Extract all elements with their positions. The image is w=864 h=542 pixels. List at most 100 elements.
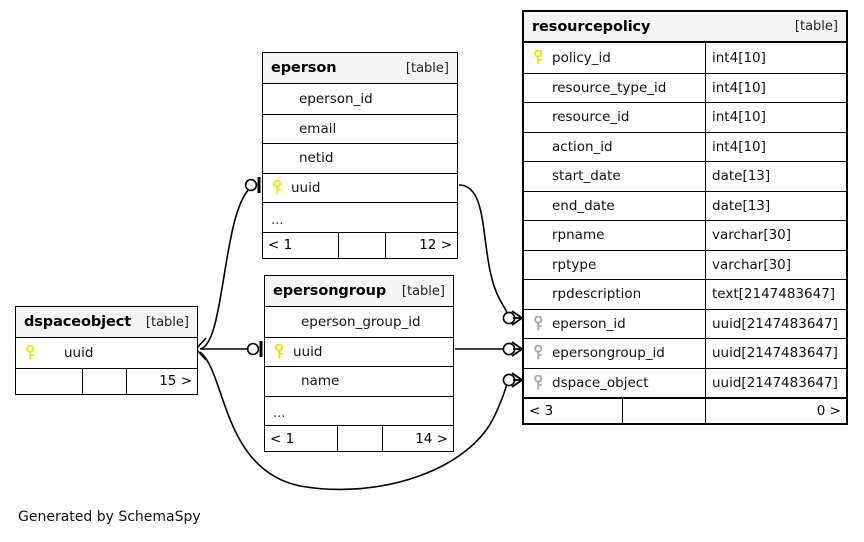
marker-zero-one-eperson [244, 177, 261, 193]
footer-right[interactable]: 0 > [705, 399, 846, 423]
column-name: resource_type_id [552, 79, 667, 96]
table-resourcepolicy[interactable]: resourcepolicy [table] policy_id int4[10… [522, 10, 848, 425]
column-name: resource_id [552, 109, 630, 126]
table-row[interactable]: name [265, 366, 453, 396]
table-title: epersongroup [273, 283, 387, 299]
column-name: eperson_id [299, 90, 373, 107]
table-row[interactable]: rptype varchar[30] [524, 249, 846, 279]
footer-left[interactable]: < 3 [529, 403, 554, 419]
column-name: email [299, 120, 337, 137]
table-title: dspaceobject [24, 314, 132, 330]
table-epersongroup[interactable]: epersongroup [table] eperson_group_id uu… [264, 275, 454, 452]
table-row[interactable]: rpname varchar[30] [524, 220, 846, 250]
table-row[interactable]: resource_id int4[10] [524, 102, 846, 132]
column-list-dspaceobject: uuid [16, 338, 197, 368]
footer-left[interactable] [16, 369, 82, 394]
column-name: dspace_object [552, 374, 649, 391]
marker-many-epersongroup-id [502, 341, 523, 357]
footer-right[interactable]: 14 > [382, 426, 453, 451]
marker-many-eperson-id [502, 310, 523, 326]
table-row[interactable]: eperson_id uuid[2147483647] [524, 308, 846, 338]
more-columns-indicator[interactable]: ... [265, 395, 453, 426]
column-name: policy_id [552, 49, 611, 66]
column-type: int4[10] [705, 43, 846, 73]
table-row[interactable]: action_id int4[10] [524, 131, 846, 161]
footer-right[interactable]: 12 > [385, 232, 457, 258]
column-type: int4[10] [705, 132, 846, 161]
table-footer-epersongroup: < 1 14 > [265, 425, 453, 451]
column-name: end_date [552, 197, 615, 214]
footer-left[interactable]: < 1 [268, 237, 293, 253]
footer-middle [622, 399, 705, 423]
table-row[interactable]: start_date date[13] [524, 161, 846, 191]
foreign-key-icon [532, 345, 546, 361]
column-name: uuid [291, 179, 321, 196]
column-name: start_date [552, 168, 621, 185]
table-row[interactable]: end_date date[13] [524, 190, 846, 220]
footer-middle [82, 368, 126, 394]
footer-middle [337, 426, 382, 451]
column-type: varchar[30] [705, 221, 846, 250]
column-type: int4[10] [705, 73, 846, 102]
column-list-resourcepolicy: policy_id int4[10] resource_type_id int4… [524, 43, 846, 397]
table-header-eperson: eperson [table] [263, 53, 457, 84]
footer-left[interactable]: < 1 [270, 430, 295, 447]
column-name: rptype [552, 256, 597, 273]
column-list-epersongroup: eperson_group_id uuid name ... [265, 307, 453, 425]
column-name: name [301, 373, 340, 390]
column-name: eperson_id [552, 315, 626, 332]
column-name: eperson_group_id [301, 313, 421, 330]
edge-dspaceobject-eperson [199, 187, 251, 350]
table-row[interactable]: netid [263, 143, 457, 173]
table-row[interactable]: uuid [16, 338, 197, 368]
table-row[interactable]: uuid [263, 172, 457, 203]
table-eperson[interactable]: eperson [table] eperson_id email netid u… [262, 52, 458, 259]
column-name: rpdescription [552, 286, 642, 303]
table-footer-resourcepolicy: < 3 0 > [524, 397, 846, 423]
column-type: uuid[2147483647] [705, 339, 846, 368]
column-type: text[2147483647] [705, 280, 846, 309]
marker-many-dspace-object [502, 372, 523, 388]
foreign-key-icon [532, 315, 546, 332]
table-kind-label: [table] [794, 19, 838, 34]
table-title: resourcepolicy [532, 18, 651, 35]
table-row[interactable]: eperson_id [263, 84, 457, 114]
table-row[interactable]: uuid [265, 336, 453, 367]
table-row[interactable]: eperson_group_id [265, 307, 453, 337]
footer-middle [338, 232, 385, 258]
column-name: action_id [552, 138, 613, 155]
column-name: rpname [552, 227, 605, 244]
column-name: epersongroup_id [552, 345, 665, 362]
table-row[interactable]: resource_type_id int4[10] [524, 72, 846, 102]
table-dspaceobject[interactable]: dspaceobject [table] uuid 15 > [15, 306, 198, 395]
table-header-epersongroup: epersongroup [table] [265, 276, 453, 307]
table-kind-label: [table] [401, 283, 445, 299]
column-type: uuid[2147483647] [705, 309, 846, 338]
table-row[interactable]: rpdescription text[2147483647] [524, 279, 846, 309]
foreign-key-icon [532, 374, 546, 391]
table-row[interactable]: dspace_object uuid[2147483647] [524, 367, 846, 397]
primary-key-icon [273, 343, 287, 360]
primary-key-icon [24, 344, 38, 361]
table-row[interactable]: epersongroup_id uuid[2147483647] [524, 338, 846, 368]
table-row[interactable]: policy_id int4[10] [524, 43, 846, 73]
marker-zero-one-epersongroup [246, 341, 263, 357]
table-title: eperson [271, 60, 337, 76]
edge-eperson-resourcepolicy [458, 184, 510, 319]
table-header-resourcepolicy: resourcepolicy [table] [524, 12, 846, 43]
more-columns-indicator[interactable]: ... [263, 202, 457, 232]
column-type: date[13] [705, 162, 846, 191]
table-kind-label: [table] [405, 60, 449, 76]
column-name: uuid [64, 344, 94, 361]
column-type: int4[10] [705, 103, 846, 132]
primary-key-icon [271, 179, 285, 196]
column-type: date[13] [705, 191, 846, 220]
table-row[interactable]: email [263, 113, 457, 144]
table-footer-eperson: < 1 12 > [263, 231, 457, 258]
footer-right[interactable]: 15 > [126, 368, 197, 394]
column-name: uuid [293, 343, 323, 360]
column-name: netid [299, 150, 334, 167]
table-kind-label: [table] [145, 314, 189, 330]
column-list-eperson: eperson_id email netid uuid ... [263, 84, 457, 232]
